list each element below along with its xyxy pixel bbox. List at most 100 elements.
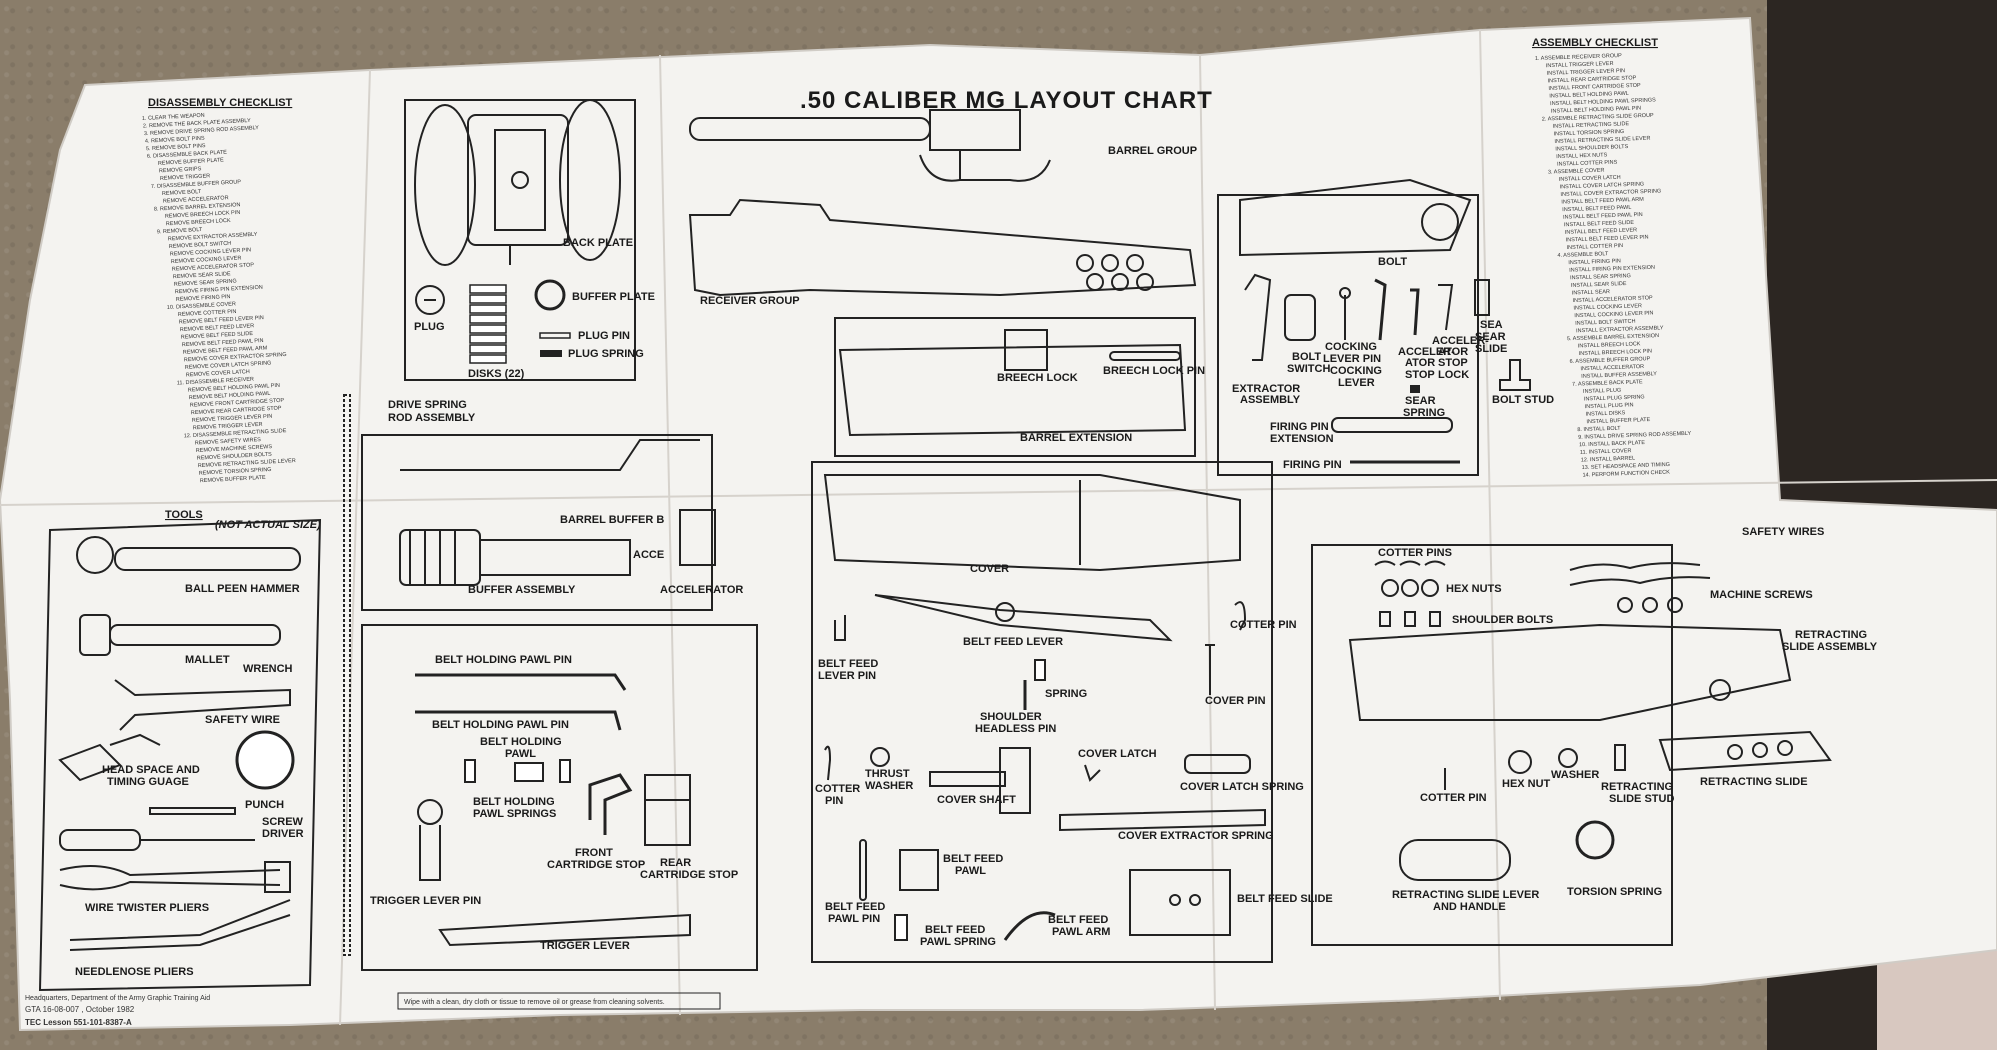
accel-stop-label-1: ACCELER- bbox=[1398, 346, 1455, 358]
footer-line-2: GTA 16-08-007 , October 1982 bbox=[25, 1005, 135, 1014]
breech-lock-label: BREECH LOCK bbox=[997, 372, 1078, 384]
trigger-lever-drawing bbox=[438, 913, 691, 947]
checklist-item: REMOVE BELT FEED LEVER bbox=[180, 323, 255, 333]
trigger-lever-pin-label: TRIGGER LEVER PIN bbox=[370, 895, 481, 907]
ball-peen-hammer-drawing bbox=[76, 536, 301, 574]
extractor-label: EXTRACTOR bbox=[1232, 383, 1300, 395]
checklist-item: INSTALL DISKS bbox=[1586, 410, 1626, 417]
accel-stop-label-3: STOP bbox=[1405, 369, 1435, 381]
accel-stop-lock-label-2: ATOR bbox=[1438, 346, 1468, 358]
safety-wires-drawing bbox=[1569, 562, 1711, 586]
checklist-item: 1. ASSEMBLE RECEIVER GROUP bbox=[1535, 53, 1622, 62]
trigger-lever-pin-drawing bbox=[417, 799, 443, 881]
checklist-item: INSTALL BREECH LOCK PIN bbox=[1579, 348, 1653, 357]
checklist-item: INSTALL BELT FEED LEVER PIN bbox=[1566, 235, 1649, 244]
belt-feed-slide-drawing bbox=[1129, 869, 1231, 936]
buffer-assembly-drawing bbox=[399, 439, 700, 586]
checklist-item: REMOVE TORSION SPRING bbox=[199, 467, 272, 477]
checklist-item: REMOVE BELT HOLDING PAWL bbox=[189, 391, 271, 401]
bolt-switch-label-1: BOLT bbox=[1292, 351, 1321, 363]
barrel-buffer-label: BARREL BUFFER B bbox=[560, 514, 664, 526]
checklist-item: 12. INSTALL BARREL bbox=[1581, 456, 1636, 464]
accel-stop-lock-label-4: LOCK bbox=[1438, 369, 1469, 381]
checklist-item: REMOVE BELT FEED PAWL ARM bbox=[183, 345, 268, 355]
belt-holding-pawl-pin-b-drawing bbox=[415, 710, 622, 731]
sear-cut-label: SEA bbox=[1480, 319, 1503, 331]
tools-panel bbox=[38, 518, 322, 992]
front-cartridge-stop-label-1: FRONT bbox=[575, 847, 613, 859]
plug-drawing bbox=[415, 285, 445, 315]
machine-screws-drawing bbox=[1617, 597, 1683, 613]
checklist-item: INSTALL BELT FEED SLIDE bbox=[1564, 220, 1635, 228]
retracting-slide-stud-label-1: RETRACTING bbox=[1601, 781, 1673, 793]
poster-sheet bbox=[0, 16, 1997, 1032]
checklist-item: REMOVE BELT FEED SLIDE bbox=[181, 331, 254, 341]
rod-assembly-label: ROD ASSEMBLY bbox=[388, 412, 476, 424]
cotter-pin-3-label: COTTER PIN bbox=[1420, 792, 1487, 804]
belt-feed-pawl-spring-label-1: BELT FEED bbox=[925, 924, 985, 936]
checklist-item: INSTALL TRIGGER LEVER bbox=[1546, 61, 1614, 69]
accelerator-stop-drawing bbox=[1410, 288, 1420, 336]
torsion-spring-drawing bbox=[1575, 820, 1615, 860]
belt-feed-slide-label: BELT FEED SLIDE bbox=[1237, 893, 1333, 905]
accelerator-short-label: ACCE bbox=[633, 549, 664, 561]
wrench-label: WRENCH bbox=[243, 663, 293, 675]
checklist-item: REMOVE COCKING LEVER PIN bbox=[170, 247, 252, 257]
checklist-item: REMOVE TRIGGER LEVER PIN bbox=[192, 414, 273, 424]
checklist-item: REMOVE REAR CARTRIDGE STOP bbox=[191, 405, 282, 416]
disks-drawing bbox=[469, 284, 507, 364]
front-cartridge-stop-drawing bbox=[588, 773, 633, 835]
accelerator-label: ACCELERATOR bbox=[660, 584, 743, 596]
belt-feed-pawl-pin-label-1: BELT FEED bbox=[825, 901, 885, 913]
checklist-item: 3. ASSEMBLE COVER bbox=[1548, 168, 1605, 176]
checklist-item: INSTALL BELT FEED PAWL bbox=[1562, 205, 1631, 213]
checklist-item: INSTALL BELT FEED PAWL ARM bbox=[1561, 197, 1644, 206]
belt-holding-pawl-label-2: PAWL bbox=[505, 748, 536, 760]
checklist-item: REMOVE COCKING LEVER bbox=[171, 255, 242, 265]
cover-extractor-spring-drawing bbox=[1059, 808, 1266, 832]
sear-spring-drawing bbox=[1410, 385, 1420, 393]
checklist-item: INSTALL TORSION SPRING bbox=[1554, 129, 1625, 137]
barrel-extension-panel bbox=[834, 317, 1196, 457]
extractor-drawing bbox=[1244, 273, 1272, 361]
wrench-drawing bbox=[114, 679, 291, 731]
accelerator-stop-lock-drawing bbox=[1438, 284, 1454, 331]
checklist-item: INSTALL COCKING LEVER bbox=[1573, 303, 1642, 311]
cocking-lever-pin-label-1: COCKING bbox=[1325, 341, 1377, 353]
checklist-item: REMOVE ACCELERATOR STOP bbox=[172, 262, 255, 272]
drive-spring-rod-drawing bbox=[343, 394, 351, 956]
safety-wire-label: SAFETY WIRE bbox=[205, 714, 280, 726]
sear-slide-drawing bbox=[1474, 279, 1490, 316]
plug-pin-drawing bbox=[539, 332, 571, 339]
checklist-item: REMOVE TRIGGER LEVER bbox=[193, 422, 263, 432]
checklist-item: INSTALL BELT HOLDING PAWL bbox=[1549, 91, 1629, 100]
cocking-lever-drawing bbox=[1374, 278, 1387, 341]
plug-spring-label: PLUG SPRING bbox=[568, 348, 644, 360]
shoulder-bolts-label: SHOULDER BOLTS bbox=[1452, 614, 1553, 626]
checklist-item: INSTALL EXTRACTOR ASSEMBLY bbox=[1576, 325, 1664, 334]
sear-slide-label-2: SLIDE bbox=[1475, 343, 1507, 355]
checklist-item: 2. ASSEMBLE RETRACTING SLIDE GROUP bbox=[1542, 113, 1654, 123]
checklist-item: REMOVE COVER LATCH SPRING bbox=[185, 360, 272, 371]
checklist-item: INSTALL FIRING PIN bbox=[1568, 258, 1621, 266]
retracting-slide-lever-drawing bbox=[1399, 839, 1511, 881]
checklist-item: INSTALL COVER LATCH bbox=[1559, 175, 1621, 183]
checklist-item: INSTALL BELT FEED LEVER bbox=[1565, 227, 1637, 236]
buffer-plate-label: BUFFER PLATE bbox=[572, 291, 655, 303]
shoulder-headless-pin-label-2: HEADLESS PIN bbox=[975, 723, 1056, 735]
checklist-item: REMOVE EXTRACTOR ASSEMBLY bbox=[168, 232, 258, 243]
belt-feed-pawl-arm-drawing bbox=[1003, 911, 1056, 941]
checklist-item: 6. DISASSEMBLE BACK PLATE bbox=[147, 150, 228, 160]
accel-stop-lock-label-3: STOP bbox=[1438, 357, 1468, 369]
mallet-label: MALLET bbox=[185, 654, 230, 666]
checklist-item: INSTALL BELT HOLDING PAWL PIN bbox=[1551, 106, 1641, 115]
plug-spring-drawing bbox=[540, 350, 562, 357]
checklist-item: INSTALL SEAR SPRING bbox=[1570, 273, 1631, 281]
barrel-extension-label: BARREL EXTENSION bbox=[1020, 432, 1132, 444]
checklist-item: REMOVE FIRING PIN bbox=[176, 294, 231, 303]
wipe-note: Wipe with a clean, dry cloth or tissue t… bbox=[404, 999, 665, 1006]
checklist-item: REMOVE COTTER PIN bbox=[178, 309, 237, 318]
retracting-slide-panel bbox=[1311, 544, 1673, 946]
